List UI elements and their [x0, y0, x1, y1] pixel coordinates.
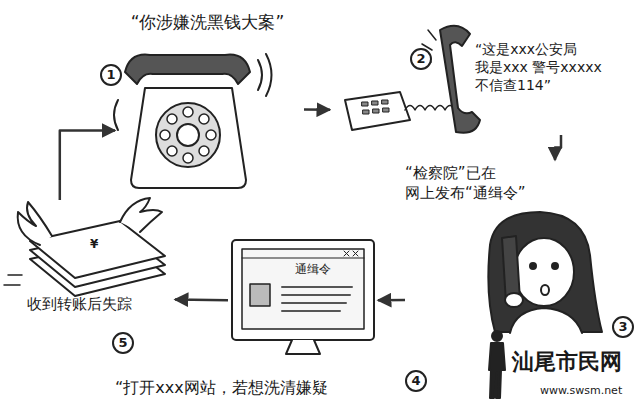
- woman-body: [510, 308, 582, 333]
- speed-lines: [4, 275, 22, 285]
- scene-text: 通缉令: [288, 262, 338, 278]
- text-label: 汕尾市民网: [512, 348, 622, 374]
- wing: [18, 202, 52, 245]
- callout-number: 5: [112, 332, 134, 354]
- desk-phone: [345, 92, 410, 130]
- phone-handset: [125, 55, 250, 84]
- woman-face: [514, 238, 574, 306]
- dial-holes: [160, 107, 216, 163]
- wing: [120, 198, 162, 232]
- scene-node: 通缉令: [228, 238, 378, 360]
- callout-number: 3: [612, 316, 634, 338]
- flow-arrow: [304, 108, 330, 111]
- scene-node: “这是xxx公安局 我是xxx 警号xxxxx 不信查114”: [330, 15, 630, 135]
- scene-text: “这是xxx公安局 我是xxx 警号xxxxx 不信查114”: [475, 40, 620, 95]
- phone-cord: [405, 106, 455, 111]
- monitor-screen: [242, 249, 364, 329]
- bill: [30, 221, 165, 278]
- wanted-photo: [250, 284, 270, 306]
- ring-lines: [114, 100, 118, 130]
- woman-hand: [505, 293, 523, 307]
- window-buttons: [344, 251, 358, 256]
- scene-text: “检察院”已在 网上发布“通缉令”: [405, 164, 555, 203]
- woman-hair: [488, 212, 602, 332]
- dial-center: [177, 124, 199, 146]
- callout-number: 4: [405, 370, 427, 392]
- scene-node: “你涉嫌洗黑钱大案”: [115, 5, 304, 195]
- flow-arrow: [378, 299, 405, 302]
- phone-body: [131, 88, 246, 188]
- scene-text: “你涉嫌洗黑钱大案”: [115, 11, 300, 33]
- text-label: ¥: [90, 237, 98, 251]
- ringing-handset: [440, 26, 480, 133]
- scene-node: 收到转账后失踪: [15, 200, 175, 320]
- ring-lines: [258, 54, 272, 96]
- callout-number: 2: [410, 48, 432, 70]
- title-bar: [242, 258, 364, 259]
- text-lines: [282, 287, 352, 311]
- flow-arrow: [555, 135, 561, 160]
- monitor-frame: [232, 240, 374, 340]
- callout-number: 1: [100, 64, 122, 86]
- monitor-stand: [286, 340, 320, 354]
- phone-dial: [156, 103, 220, 167]
- phone-buttons: [362, 100, 389, 114]
- scene-text: 收到转账后失踪: [27, 295, 167, 315]
- text-label: www.swsm.net: [540, 384, 622, 397]
- flow-arrow: [175, 298, 228, 301]
- woman-mouth: [541, 285, 549, 295]
- text-label: “打开xxx网站，若想洗清嫌疑: [115, 378, 328, 397]
- man-figure: [489, 331, 505, 398]
- scene-node: “检察院”已在 网上发布“通缉令”: [405, 160, 605, 335]
- flow-arrow: [60, 130, 115, 200]
